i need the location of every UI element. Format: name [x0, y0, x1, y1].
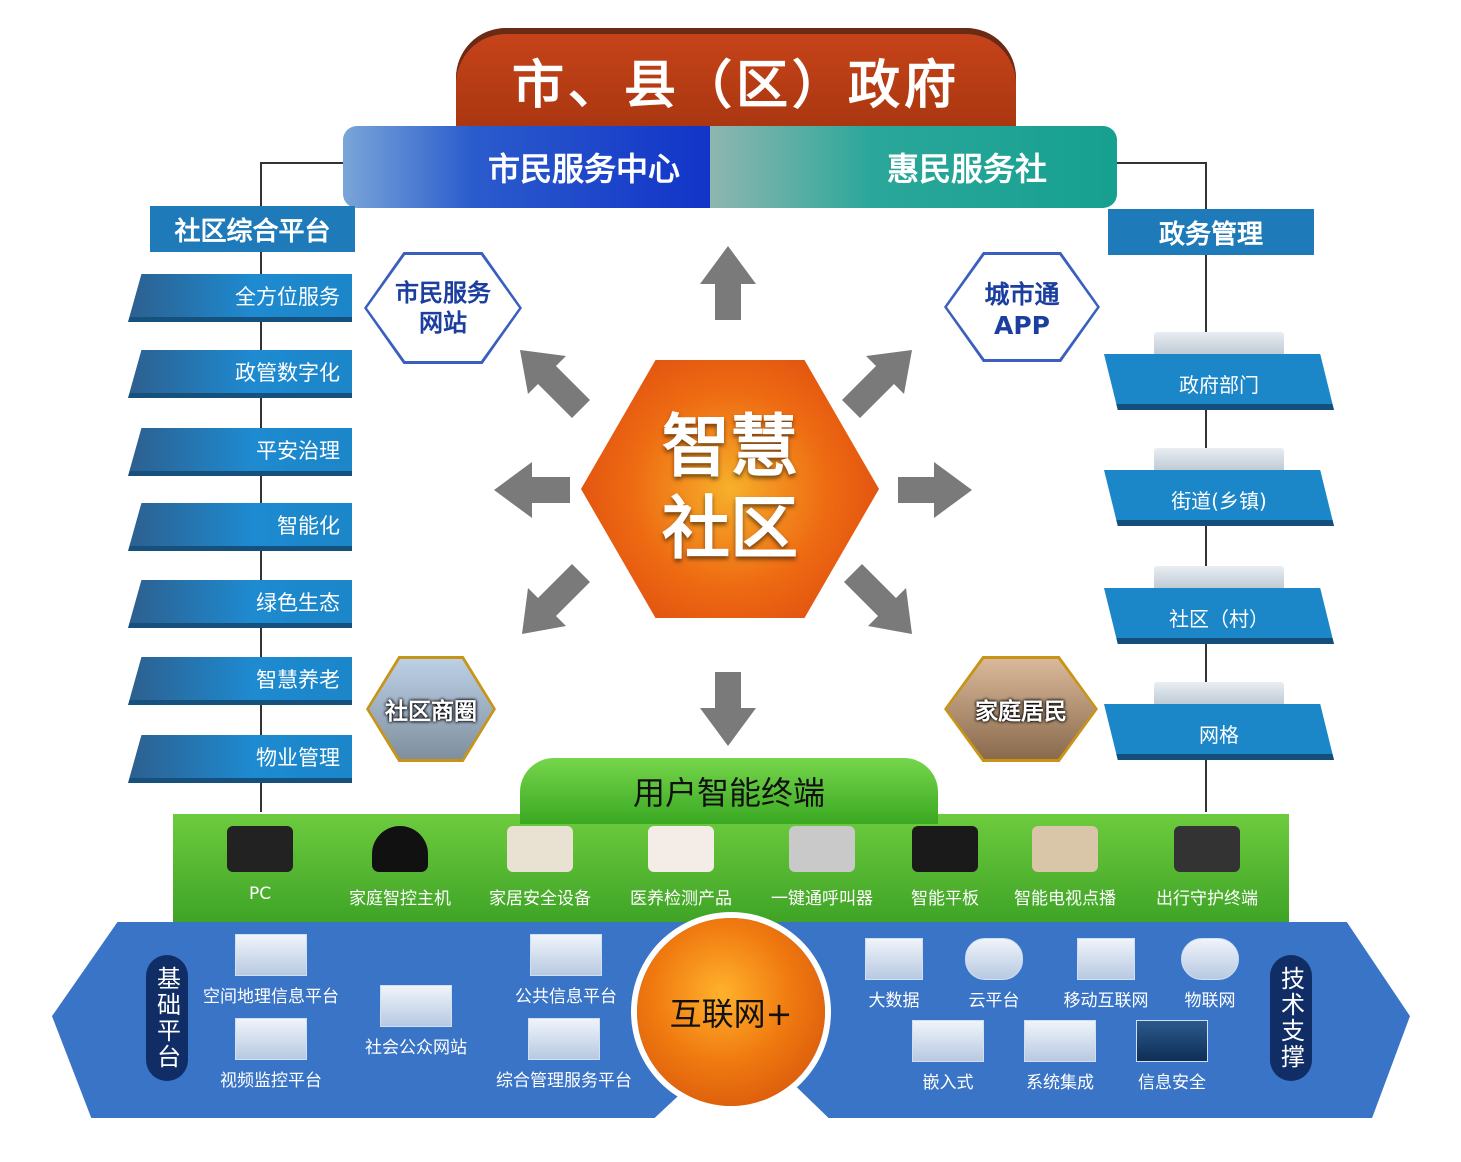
left-item: 物业管理: [128, 735, 352, 783]
gps-device-icon: [1174, 826, 1240, 872]
right-item: 社区（村）: [1104, 566, 1334, 644]
terminal-item: 智能电视点播: [1000, 826, 1130, 909]
hex-label: 市民服务网站: [395, 279, 491, 337]
citizen-service-center: 市民服务中心: [343, 126, 710, 208]
embedded-icon: [912, 1020, 984, 1062]
terminal-item: 一键通呼叫器: [757, 826, 887, 909]
hex-label: 社区商圈: [385, 699, 477, 725]
page-title: 市、县（区）政府: [456, 28, 1016, 132]
hub-icon: [372, 826, 428, 872]
right-item-panel: [1104, 704, 1334, 760]
iot-icon: [1181, 938, 1239, 980]
arrow-left: [494, 462, 570, 518]
terminal-band: [173, 814, 1289, 924]
hex-label: APP: [994, 310, 1050, 340]
left-item: 全方位服务: [128, 274, 352, 322]
terminal-item: PC: [195, 826, 325, 904]
terminal-item: 医养检测产品: [616, 826, 746, 909]
right-item: 街道(乡镇): [1104, 448, 1334, 526]
tech-item: 移动互联网: [1056, 938, 1156, 1011]
left-column-title: 社区综合平台: [150, 206, 355, 252]
left-item: 绿色生态: [128, 580, 352, 628]
left-item: 智慧养老: [128, 657, 352, 705]
right-item-label: 政府部门: [1179, 373, 1259, 397]
map-icon: [235, 934, 307, 976]
arrow-upleft: [520, 350, 590, 418]
left-item: 智能化: [128, 503, 352, 551]
center-line2: 社区: [661, 490, 798, 569]
hex-label: 城市通: [984, 279, 1060, 309]
base-item: 社会公众网站: [356, 985, 476, 1058]
tech-item: 大数据: [856, 938, 932, 1011]
right-item-label: 街道(乡镇): [1171, 489, 1267, 513]
smart-community-hex: 智慧 社区: [581, 360, 879, 618]
health-device-icon: [648, 826, 714, 872]
website-icon: [380, 985, 452, 1027]
internet-plus-globe: 互联网+: [637, 918, 825, 1106]
terminal-item: 智能平板: [880, 826, 1010, 909]
arrow-downright: [844, 564, 912, 634]
right-item-panel: [1104, 588, 1334, 644]
center-line1: 智慧: [661, 408, 798, 487]
connector-line-right: [1116, 162, 1206, 164]
arrow-up: [700, 246, 756, 320]
tablet-icon: [912, 826, 978, 872]
welfare-service-club: 惠民服务社: [710, 126, 1117, 208]
arrow-downleft: [522, 564, 590, 634]
video-wall-icon: [235, 1018, 307, 1060]
cloud-icon: [965, 938, 1023, 980]
service-center-bar: 市民服务中心 惠民服务社: [343, 126, 1117, 208]
tech-item: 系统集成: [1018, 1020, 1102, 1093]
base-item: 视频监控平台: [196, 1018, 346, 1091]
tech-support-tab: 技术支撑: [1270, 955, 1312, 1081]
call-button-icon: [789, 826, 855, 872]
screen-icon: [530, 934, 602, 976]
right-item: 政府部门: [1104, 332, 1334, 410]
tech-item: 物联网: [1172, 938, 1248, 1011]
right-item-panel: [1104, 354, 1334, 410]
connector-line-left-v: [260, 162, 262, 812]
left-item: 政管数字化: [128, 350, 352, 398]
base-platform-tab: 基础平台: [146, 955, 188, 1081]
tech-item: 云平台: [956, 938, 1032, 1011]
terminal-item: 家庭智控主机: [335, 826, 465, 909]
terminal-item: 家居安全设备: [475, 826, 605, 909]
arrow-upright: [842, 350, 912, 418]
arrow-down: [700, 672, 756, 746]
connector-line-left: [260, 162, 345, 164]
smart-home-icon: [507, 826, 573, 872]
base-item: 综合管理服务平台: [484, 1018, 644, 1091]
hex-citizen-website: 市民服务网站: [364, 252, 522, 364]
network-icon: [1024, 1020, 1096, 1062]
hex-city-app: 城市通 APP: [944, 252, 1100, 362]
tech-item: 信息安全: [1130, 1020, 1214, 1093]
right-column-title: 政务管理: [1108, 209, 1314, 255]
right-item: 网格: [1104, 682, 1334, 760]
base-item: 空间地理信息平台: [196, 934, 346, 1007]
laptop-icon: [227, 826, 293, 872]
terminal-title: 用户智能终端: [520, 758, 938, 824]
left-item: 平安治理: [128, 428, 352, 476]
big-data-icon: [865, 938, 923, 980]
right-item-label: 网格: [1199, 723, 1239, 747]
mobile-icon: [1077, 938, 1135, 980]
tech-item: 嵌入式: [906, 1020, 990, 1093]
base-item: 公共信息平台: [496, 934, 636, 1007]
lock-icon: [1136, 1020, 1208, 1062]
right-item-label: 社区（村）: [1169, 607, 1269, 631]
terminal-item: 出行守护终端: [1142, 826, 1272, 909]
right-item-panel: [1104, 470, 1334, 526]
hex-label: 家庭居民: [975, 699, 1067, 725]
hex-community-business: 社区商圈: [366, 656, 496, 762]
tv-icon: [1032, 826, 1098, 872]
arrow-right: [898, 462, 972, 518]
dashboard-icon: [528, 1018, 600, 1060]
